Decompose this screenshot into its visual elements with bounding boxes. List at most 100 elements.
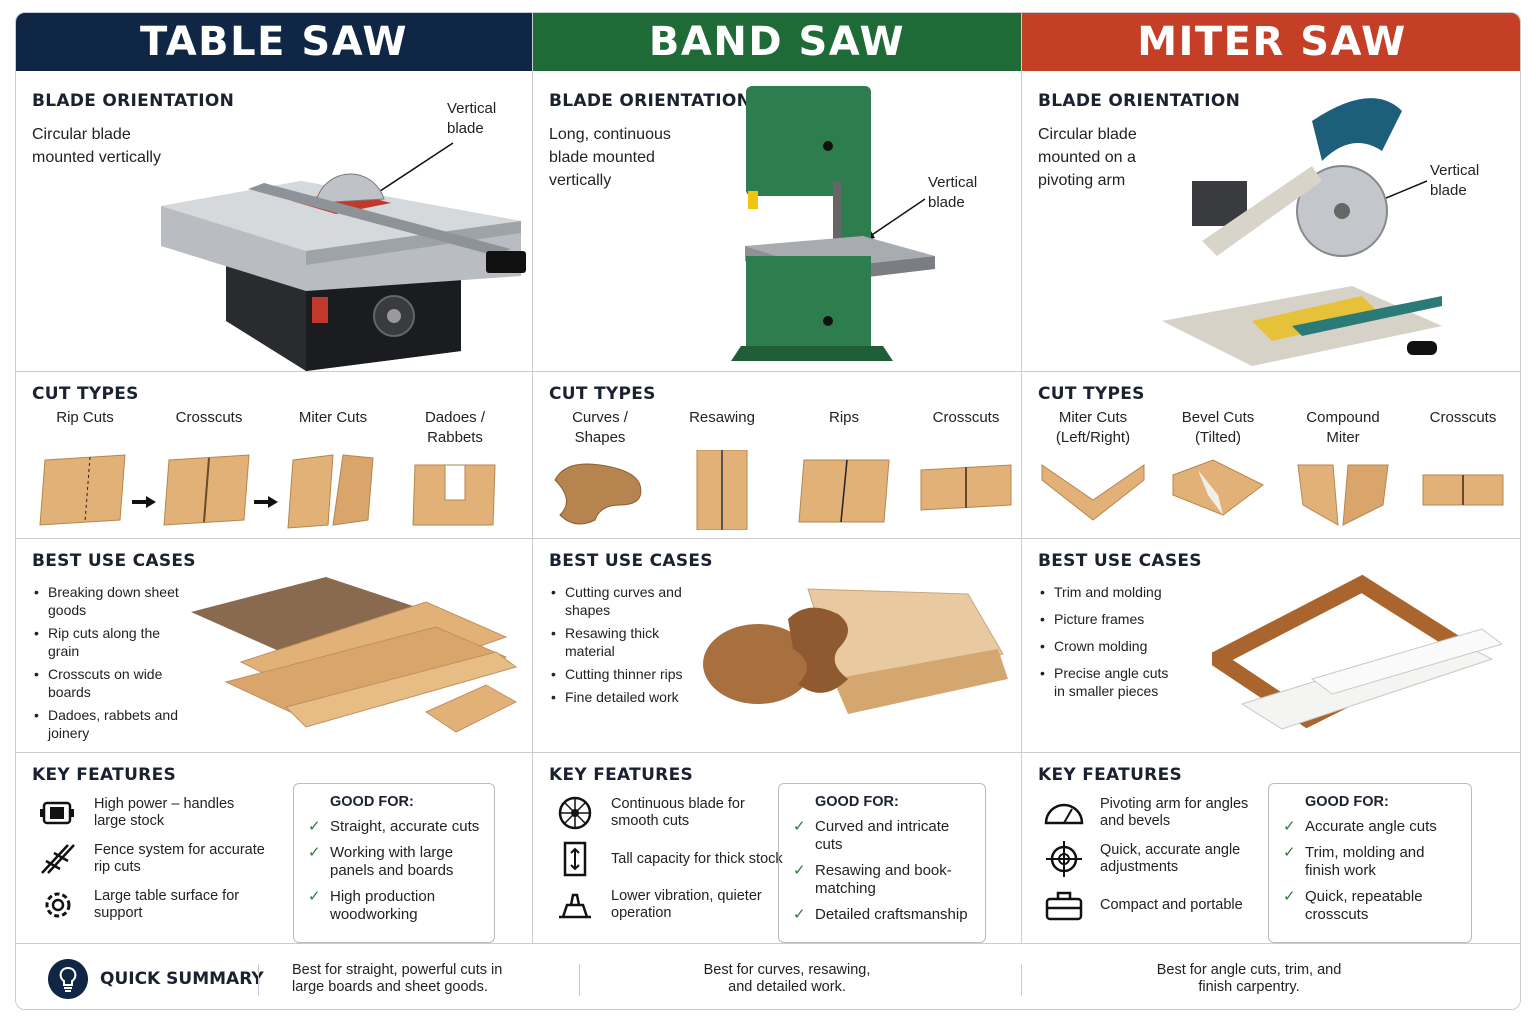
column-title: BAND SAW: [533, 13, 1021, 71]
key-features-section: KEY FEATURES Pivoting arm for angles and…: [1022, 752, 1520, 943]
summary-text-miter-saw: Best for angle cuts, trim, and finish ca…: [1156, 962, 1342, 995]
cut-types-section: CUT TYPES Rip Cuts Crosscuts Miter Cuts …: [16, 371, 532, 538]
callout-label: Vertical blade: [447, 100, 497, 137]
section-heading: BEST USE CASES: [32, 551, 196, 571]
curved-board: [554, 463, 642, 525]
motor-icon: [40, 801, 74, 825]
feature-text: Quick, accurate angle adjustments: [1100, 842, 1241, 875]
section-heading: KEY FEATURES: [549, 765, 694, 785]
use-case-list: Breaking down sheet goods Rip cuts along…: [34, 583, 184, 747]
divider: [258, 964, 259, 996]
cut-type-resaw: Resawing: [667, 408, 777, 530]
use-case-item: Cutting curves and shapes: [551, 583, 691, 619]
miter-saw-image: [1162, 98, 1442, 366]
summary-title: QUICK SUMMARY: [100, 969, 264, 989]
cut-type-crosscut: Crosscuts: [911, 408, 1021, 530]
feature-item: Lower vibration, quieter operation: [555, 887, 785, 923]
section-heading: BEST USE CASES: [1038, 551, 1202, 571]
best-use-section: BEST USE CASES Trim and molding Picture …: [1022, 538, 1520, 752]
check-icon: ✓: [308, 844, 321, 861]
miter-joint-board: [1041, 464, 1145, 521]
good-for-item: ✓Detailed craftsmanship: [793, 906, 971, 924]
good-for-title: GOOD FOR:: [1305, 794, 1389, 810]
feature-list: Pivoting arm for angles and bevels Quick…: [1044, 795, 1274, 933]
cut-type-compound: Compound Miter: [1288, 408, 1398, 530]
section-heading: CUT TYPES: [32, 384, 139, 404]
vibration-icon: [559, 893, 591, 919]
feature-item: Continuous blade for smooth cuts: [555, 795, 785, 831]
best-use-section: BEST USE CASES Cutting curves and shapes…: [533, 538, 1021, 752]
best-use-section: BEST USE CASES Breaking down sheet goods…: [16, 538, 532, 752]
use-case-list: Trim and molding Picture frames Crown mo…: [1040, 583, 1180, 705]
dado-board: [412, 464, 496, 526]
table-saw-image: [161, 142, 526, 371]
good-for-box: GOOD FOR: ✓Accurate angle cuts ✓Trim, mo…: [1268, 783, 1472, 943]
check-icon: ✓: [793, 862, 806, 879]
cut-type-crosscut: Crosscuts: [154, 408, 264, 530]
cut-type-label: Crosscuts: [932, 409, 1000, 426]
feature-item: Large table surface for support: [38, 887, 268, 923]
cut-type-rip: Rips: [789, 408, 899, 530]
good-for-item: ✓Resawing and book-matching: [793, 862, 971, 898]
check-icon: ✓: [1283, 818, 1296, 835]
section-heading: CUT TYPES: [1038, 384, 1145, 404]
column-table-saw: TABLE SAW BLADE ORIENTATION Circular bla…: [16, 13, 532, 943]
cut-type-label: Crosscuts: [175, 409, 243, 426]
good-for-text: Straight, accurate cuts: [330, 818, 480, 835]
cut-type-miter: Miter Cuts (Left/Right): [1038, 408, 1148, 530]
good-for-item: ✓Quick, repeatable crosscuts: [1283, 888, 1457, 924]
feature-item: Tall capacity for thick stock: [555, 841, 785, 877]
section-heading: KEY FEATURES: [1038, 765, 1183, 785]
cut-type-rip: Rip Cuts: [30, 408, 140, 530]
section-heading: BLADE ORIENTATION: [32, 91, 235, 111]
blade-orientation-section: BLADE ORIENTATION Circular blade mounted…: [1022, 71, 1520, 371]
crosshair-icon: [1046, 841, 1082, 877]
compound-miter-board: [1297, 464, 1389, 526]
feature-text: Fence system for accurate rip cuts: [94, 842, 265, 875]
feature-list: High power – handles large stock Fence s…: [38, 795, 268, 933]
blade-orientation-section: BLADE ORIENTATION Long, continuous blade…: [533, 71, 1021, 371]
curved-pieces-image: [703, 588, 1008, 714]
arrow-icon: [254, 496, 278, 508]
cut-types-row: Miter Cuts (Left/Right) Bevel Cuts (Tilt…: [1030, 408, 1514, 533]
use-case-item: Dadoes, rabbets and joinery: [34, 706, 184, 742]
rip-cut-board: [39, 454, 126, 526]
good-for-item: ✓High production woodworking: [308, 888, 480, 924]
cut-type-label: Dadoes / Rabbets: [424, 409, 486, 446]
gear-icon: [45, 892, 71, 918]
height-icon: [563, 841, 587, 877]
check-icon: ✓: [308, 818, 321, 835]
use-case-item: Cutting thinner rips: [551, 665, 691, 683]
feature-text: High power – handles large stock: [94, 796, 235, 829]
good-for-item: ✓Curved and intricate cuts: [793, 818, 971, 854]
cut-type-label: Rips: [828, 409, 859, 426]
crosscut-board: [920, 464, 1012, 511]
good-for-title: GOOD FOR:: [815, 794, 899, 810]
summary-text-band-saw: Best for curves, resawing, and detailed …: [703, 962, 871, 995]
column-band-saw: BAND SAW BLADE ORIENTATION Long, continu…: [532, 13, 1021, 943]
use-case-item: Picture frames: [1040, 610, 1180, 628]
divider: [579, 964, 580, 996]
feature-item: High power – handles large stock: [38, 795, 268, 831]
good-for-title: GOOD FOR:: [330, 794, 414, 810]
cut-type-label: Resawing: [689, 409, 755, 426]
feature-text: Continuous blade for smooth cuts: [611, 796, 745, 829]
use-case-list: Cutting curves and shapes Resawing thick…: [551, 583, 691, 711]
cut-types-row: Curves / Shapes Resawing Rips Crosscuts: [541, 408, 1013, 533]
feature-text: Lower vibration, quieter operation: [611, 888, 762, 921]
good-for-item: ✓Trim, molding and finish work: [1283, 844, 1457, 880]
arrow-icon: [132, 496, 156, 508]
check-icon: ✓: [793, 906, 806, 923]
bevel-board: [1172, 459, 1264, 516]
good-for-box: GOOD FOR: ✓Curved and intricate cuts ✓Re…: [778, 783, 986, 943]
cut-type-label: Miter Cuts (Left/Right): [1055, 409, 1131, 446]
cut-type-label: Crosscuts: [1429, 409, 1497, 426]
callout-label: Vertical blade: [1430, 162, 1480, 199]
protractor-icon: [1044, 803, 1084, 825]
feature-item: Compact and portable: [1044, 887, 1274, 923]
cut-type-label: Bevel Cuts (Tilted): [1181, 409, 1255, 446]
cut-types-section: CUT TYPES Miter Cuts (Left/Right) Bevel …: [1022, 371, 1520, 538]
band-saw-image: [731, 86, 935, 361]
good-for-item: ✓ Straight, accurate cuts: [308, 818, 480, 836]
cut-type-miter: Miter Cuts: [278, 408, 388, 530]
